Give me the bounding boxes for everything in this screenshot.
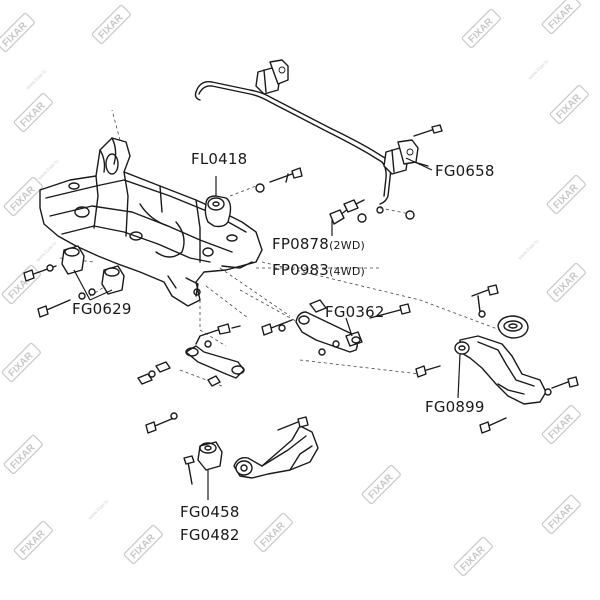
watermark-stamp: FIXAR — [253, 512, 293, 553]
stabilizer-bar — [194, 81, 392, 205]
watermark-stamp: FIXAR — [541, 494, 581, 535]
svg-text:FIXAR: FIXAR — [551, 270, 581, 300]
watermark-stamp: FIXAR — [549, 84, 589, 125]
watermark-stamp: FIXAR — [91, 4, 131, 45]
stabilizer-bushing-top — [255, 59, 289, 95]
trailing-arm-fg0458 — [183, 416, 319, 485]
watermark-stamp: FIXAR — [13, 520, 53, 561]
svg-text:FIXAR: FIXAR — [366, 472, 396, 502]
watermark-stamp: FIXAR — [361, 464, 401, 505]
svg-text:FIXAR: FIXAR — [96, 12, 126, 42]
watermark-layer: FIXAR FIXAR FIXAR FIXAR FIXAR FIXAR FIXA… — [0, 0, 589, 577]
svg-text:FIXAR: FIXAR — [258, 520, 288, 550]
upper-control-arm-fg0362 — [261, 299, 411, 356]
part-label-fl0418: FL0418 — [191, 150, 248, 168]
subframe-bushing-fl0418 — [204, 167, 303, 228]
svg-text:www.fixar.lu: www.fixar.lu — [35, 240, 58, 263]
watermark-text: FIXAR — [0, 20, 30, 50]
subframe-bushing-fg0629 — [23, 245, 125, 318]
svg-text:FIXAR: FIXAR — [466, 16, 496, 46]
watermark-stamp: FIXAR — [3, 176, 43, 217]
svg-text:FIXAR: FIXAR — [546, 502, 576, 532]
watermark-stamp: FIXAR — [546, 262, 586, 303]
part-label-fp0983: FP0983(4WD) — [272, 262, 365, 280]
part-label-fp0878: FP0878(2WD) — [272, 236, 365, 254]
svg-text:FIXAR: FIXAR — [8, 442, 38, 472]
svg-text:FIXAR: FIXAR — [458, 544, 488, 574]
part-label-fg0899: FG0899 — [425, 398, 485, 416]
part-label-fg0658: FG0658 — [435, 162, 495, 180]
lower-lateral-arm — [137, 323, 245, 434]
part-code-fp0878: FP0878 — [272, 235, 330, 253]
watermark-stamp: FIXAR — [541, 0, 581, 35]
svg-text:www.fixar.lu: www.fixar.lu — [527, 58, 550, 81]
watermark-stamp: FIXAR — [13, 92, 53, 133]
leader-lines — [73, 157, 461, 500]
svg-text:FIXAR: FIXAR — [128, 532, 158, 562]
stabilizer-bushing-fg0658 — [383, 124, 443, 175]
watermark-stamp: FIXAR — [0, 12, 35, 53]
rear-subframe — [39, 137, 263, 307]
drive-note-4wd: (4WD) — [329, 265, 365, 278]
watermark-stamp: FIXAR — [461, 8, 501, 49]
watermark-stamp: FIXAR — [546, 174, 586, 215]
svg-text:www.fixar.lu: www.fixar.lu — [87, 498, 110, 521]
stabilizer-link — [329, 199, 415, 225]
part-label-fg0482: FG0482 — [180, 526, 240, 544]
watermark-stamp: FIXAR — [453, 536, 493, 577]
svg-text:FIXAR: FIXAR — [551, 182, 581, 212]
watermark-stamp: FIXAR — [1, 342, 41, 383]
svg-text:FIXAR: FIXAR — [6, 350, 36, 380]
svg-text:FIXAR: FIXAR — [18, 100, 48, 130]
watermark-stamp: FIXAR — [1, 264, 41, 305]
svg-text:www.fixar.lu: www.fixar.lu — [517, 238, 540, 261]
rear-lower-arm-fg0899 — [415, 284, 579, 434]
part-label-fg0629: FG0629 — [72, 300, 132, 318]
part-code-fp0983: FP0983 — [272, 261, 330, 279]
watermark-stamp: FIXAR — [541, 404, 581, 445]
part-label-fg0458: FG0458 — [180, 503, 240, 521]
svg-text:FIXAR: FIXAR — [8, 184, 38, 214]
svg-text:FIXAR: FIXAR — [546, 412, 576, 442]
svg-text:FIXAR: FIXAR — [554, 92, 584, 122]
drive-note-2wd: (2WD) — [329, 239, 365, 252]
svg-text:FIXAR: FIXAR — [546, 2, 576, 32]
svg-text:www.fixar.lu: www.fixar.lu — [37, 158, 60, 181]
svg-text:FIXAR: FIXAR — [18, 528, 48, 558]
watermark-stamp: FIXAR — [123, 524, 163, 565]
watermark-stamp: FIXAR — [3, 434, 43, 475]
watermark-url: www.fixar.lu — [25, 68, 48, 91]
part-label-fg0362: FG0362 — [325, 303, 385, 321]
